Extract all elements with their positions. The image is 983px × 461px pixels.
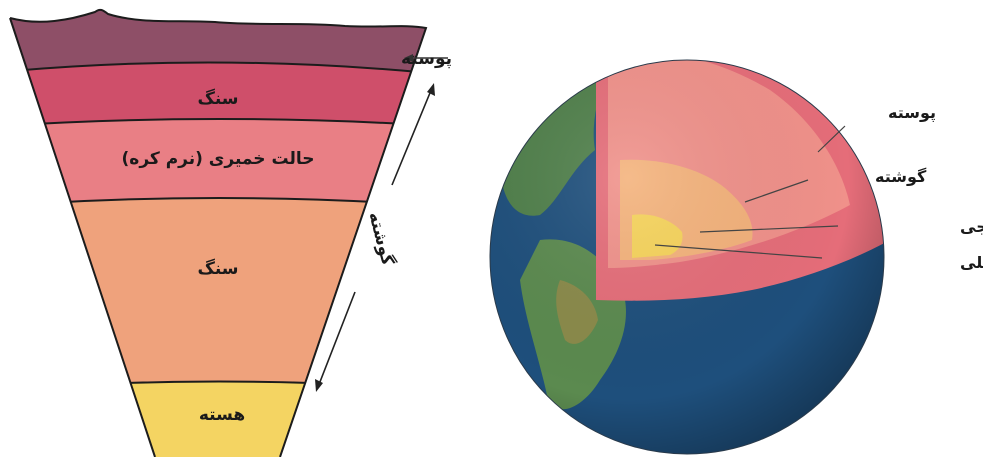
globe-mantle-label: گوشته: [875, 167, 927, 186]
wedge-crust-layer: [0, 0, 440, 72]
wedge-core-label: هسته: [199, 405, 245, 425]
globe-inner-core-label: هسته‌ی داخلی: [960, 253, 983, 272]
wedge-rock-upper-label: سنگ: [197, 88, 238, 109]
wedge-rock-lower-label: سنگ: [197, 258, 238, 279]
wedge-mantle-label: گوشته: [364, 210, 398, 268]
globe-crust-label: پوسته: [888, 103, 936, 123]
wedge-plastic-label: حالت خمیری (نرم کره): [122, 149, 315, 169]
globe: [490, 26, 890, 454]
wedge-crust-label: پوسته: [401, 49, 452, 69]
globe-outer-core-label: هسته‌ی خارجی: [960, 217, 983, 236]
